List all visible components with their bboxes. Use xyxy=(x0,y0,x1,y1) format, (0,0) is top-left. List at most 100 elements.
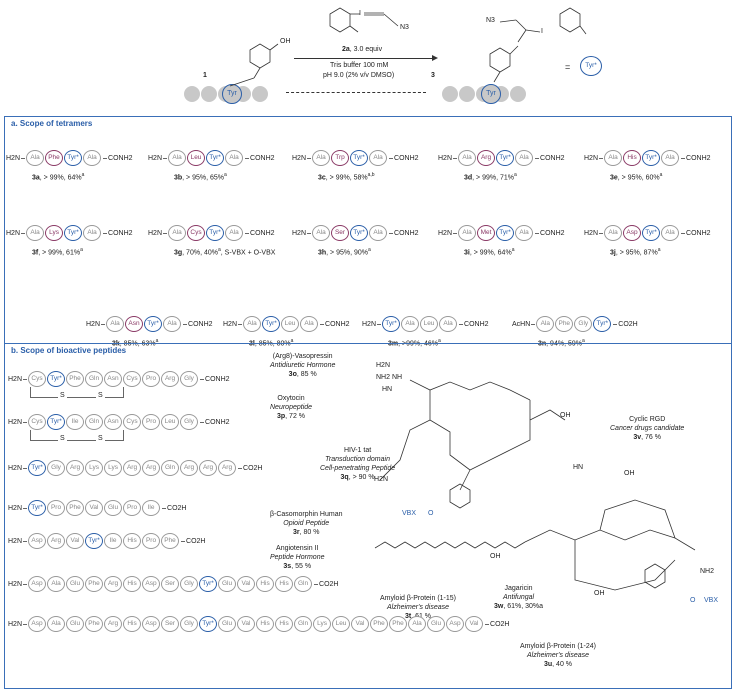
residue: Gln xyxy=(161,460,180,476)
jag-oh-bottom: OH xyxy=(594,590,605,597)
residue: Asn xyxy=(104,371,123,387)
residue: Tyr* xyxy=(85,533,104,549)
n-terminus: H2N xyxy=(8,537,23,545)
rgd-o: O xyxy=(428,510,434,517)
residue: Gln xyxy=(294,576,313,592)
n-terminus: H2N xyxy=(86,320,101,328)
residue: Glu xyxy=(66,616,85,632)
residue: Ala xyxy=(661,150,680,166)
residue: Tyr* xyxy=(206,150,225,166)
residue: Leu xyxy=(161,414,180,430)
reaction-arrow xyxy=(294,58,434,59)
residue: Val xyxy=(237,616,256,632)
rgd-name: Cyclic RGD xyxy=(629,416,666,423)
c-terminus: CO2H xyxy=(243,464,263,472)
residue: His xyxy=(123,576,142,592)
residue: Ala xyxy=(83,150,102,166)
residue: Val xyxy=(465,616,484,632)
residue: Leu xyxy=(187,150,206,166)
rgd-h2n: H2N xyxy=(376,362,391,369)
residue: Leu xyxy=(332,616,351,632)
c-terminus: CO2H xyxy=(319,580,339,588)
residue: Pro xyxy=(142,371,161,387)
jag-nh2: NH2 xyxy=(700,568,715,575)
residue: Phe xyxy=(85,616,104,632)
buffer-condition: Tris buffer 100 mM xyxy=(330,62,389,69)
residue: Gly xyxy=(180,371,199,387)
residue: His xyxy=(256,576,275,592)
residue: Tyr* xyxy=(496,150,515,166)
tyr-star-legend: Tyr* xyxy=(580,56,602,76)
residue: Arg xyxy=(123,460,142,476)
n-terminus: H2N xyxy=(438,154,453,162)
residue: Arg xyxy=(161,371,180,387)
residue: Tyr* xyxy=(382,316,401,332)
rgd-oh: OH xyxy=(560,412,571,419)
c-terminus: CONH2 xyxy=(394,229,419,237)
residue: Ala xyxy=(369,150,388,166)
residue: Cys xyxy=(123,371,142,387)
panel-a-title: a. Scope of tetramers xyxy=(11,119,93,128)
residue: Ser xyxy=(161,576,180,592)
residue: Arg xyxy=(104,576,123,592)
tetramer-result-3a: 3a, > 99%, 64%a xyxy=(32,172,85,182)
n-terminus: AcHN xyxy=(512,320,531,328)
residue: Ser xyxy=(331,225,350,241)
residue: His xyxy=(123,616,142,632)
residue: Tyr* xyxy=(47,371,66,387)
jagaricin-structure xyxy=(374,499,696,591)
residue: Ala xyxy=(168,225,187,241)
jag-caption: Jagaricin Antifungal 3w, 61%, 30%a xyxy=(494,584,543,611)
rgd-caption: Cyclic RGD Cancer drugs candidate 3v, 76… xyxy=(610,415,684,442)
residue: Ala xyxy=(458,150,477,166)
jag-vbx: VBX xyxy=(704,597,719,604)
residue: Arg xyxy=(180,460,199,476)
c-terminus: CONH2 xyxy=(108,154,133,162)
tetramer-result-3j: 3j, > 95%, 87%a xyxy=(610,247,661,257)
residue: Gly xyxy=(180,576,199,592)
residue: Tyr* xyxy=(350,225,369,241)
compound-3-label: 3 xyxy=(431,72,435,79)
c-terminus: CONH2 xyxy=(205,418,230,426)
tetramer-result-3c: 3c, > 99%, 58%a,b xyxy=(318,172,375,182)
residue: Leu xyxy=(420,316,439,332)
residue: Arg xyxy=(47,533,66,549)
c-terminus: CONH2 xyxy=(250,229,275,237)
residue: Val xyxy=(237,576,256,592)
residue: Cys xyxy=(28,414,47,430)
azide-label: N3 xyxy=(400,24,409,31)
residue: Ala xyxy=(604,225,623,241)
residue: Tyr* xyxy=(642,225,661,241)
residue: Ala xyxy=(515,150,534,166)
rgd-hn: HN xyxy=(382,386,393,393)
residue: Ala xyxy=(661,225,680,241)
n-terminus: H2N xyxy=(8,504,23,512)
c-terminus: CONH2 xyxy=(205,375,230,383)
residue: Arg xyxy=(477,150,496,166)
residue: Ala xyxy=(369,225,388,241)
residue: Leu xyxy=(281,316,300,332)
residue: Pro xyxy=(142,414,161,430)
jag-desc: Antifungal xyxy=(502,594,535,601)
tetramer-result-3h: 3h, > 95%, 90%a xyxy=(318,247,371,257)
residue: Phe xyxy=(45,150,64,166)
residue: Glu xyxy=(66,576,85,592)
residue: Asn xyxy=(104,414,123,430)
residue: Tyr* xyxy=(350,150,369,166)
n-terminus: H2N xyxy=(584,229,599,237)
residue: Tyr* xyxy=(144,316,163,332)
iodine-label: I xyxy=(359,10,361,17)
residue: Asp xyxy=(28,533,47,549)
arrowhead xyxy=(432,55,438,61)
